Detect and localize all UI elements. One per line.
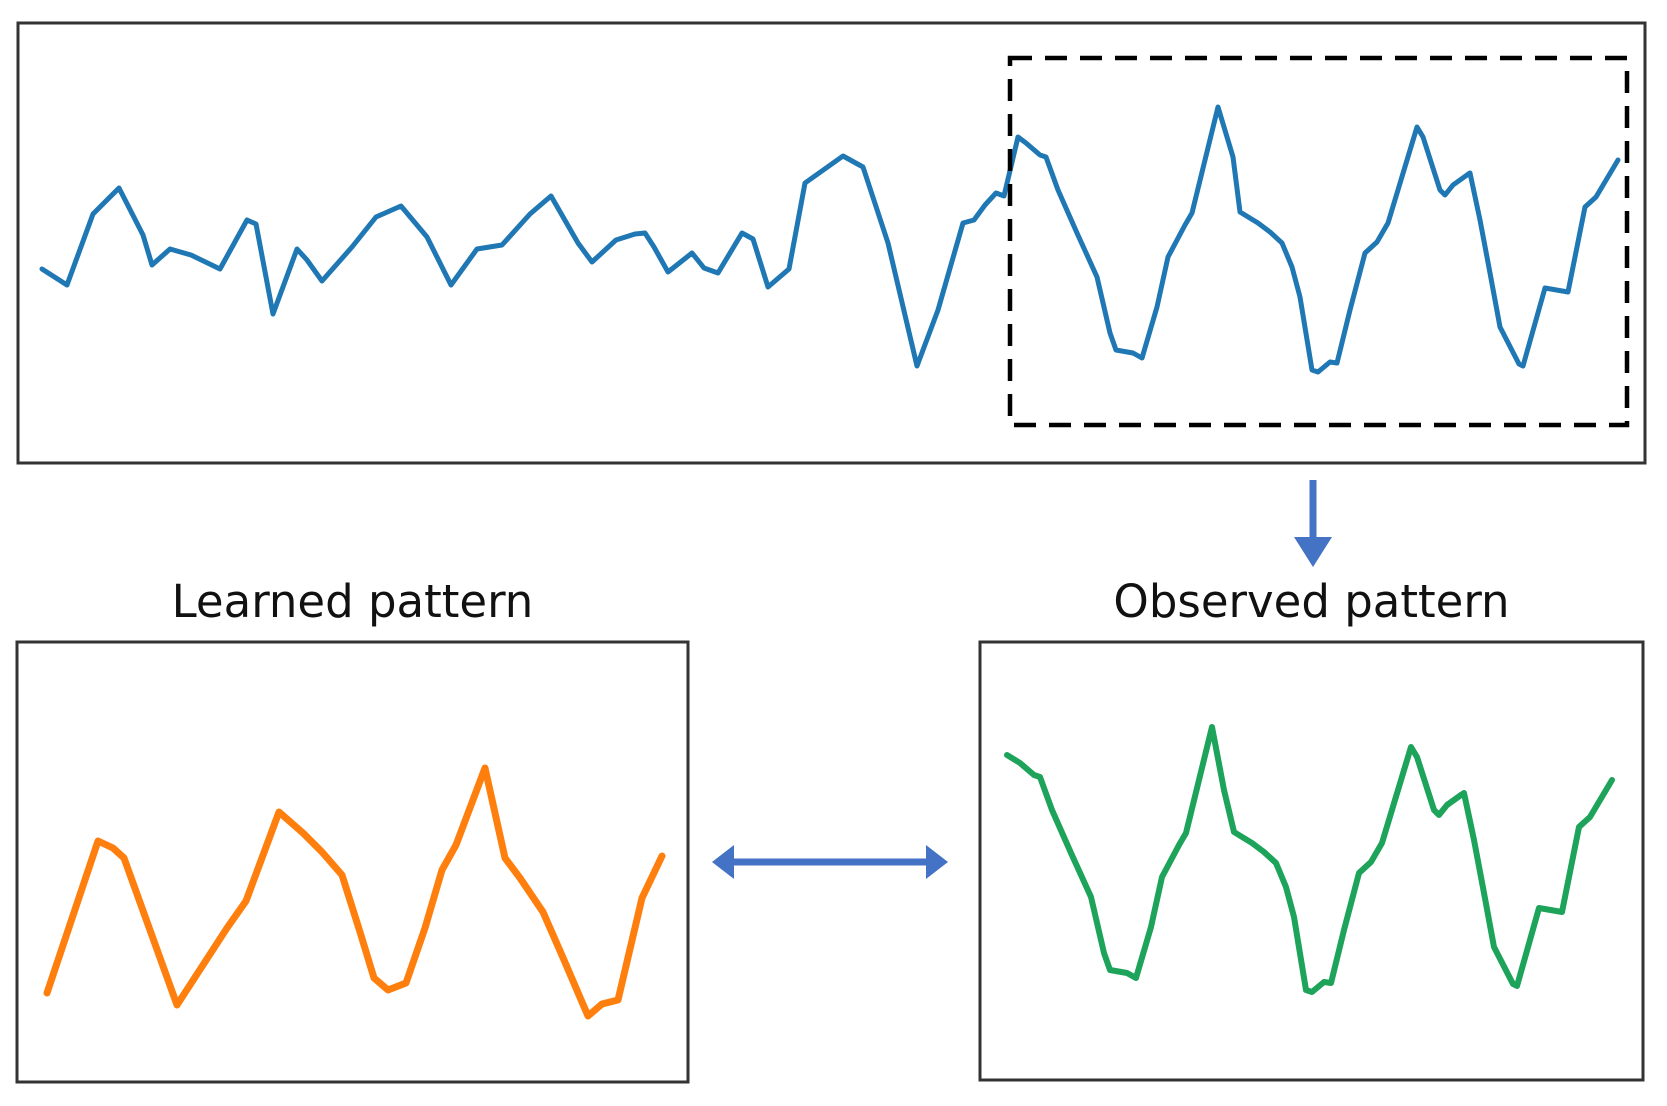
- learned-pattern-line: [43, 764, 666, 1020]
- observed-pattern-panel: [978, 640, 1645, 1082]
- learned-pattern-label: Learned pattern: [171, 575, 534, 628]
- observed-pattern-line: [1004, 724, 1615, 995]
- double-headed-arrow-icon: [712, 845, 948, 879]
- observed-pattern-label: Observed pattern: [1113, 575, 1510, 628]
- full-series-line: [39, 104, 1621, 375]
- down-arrow-icon: [1294, 480, 1332, 567]
